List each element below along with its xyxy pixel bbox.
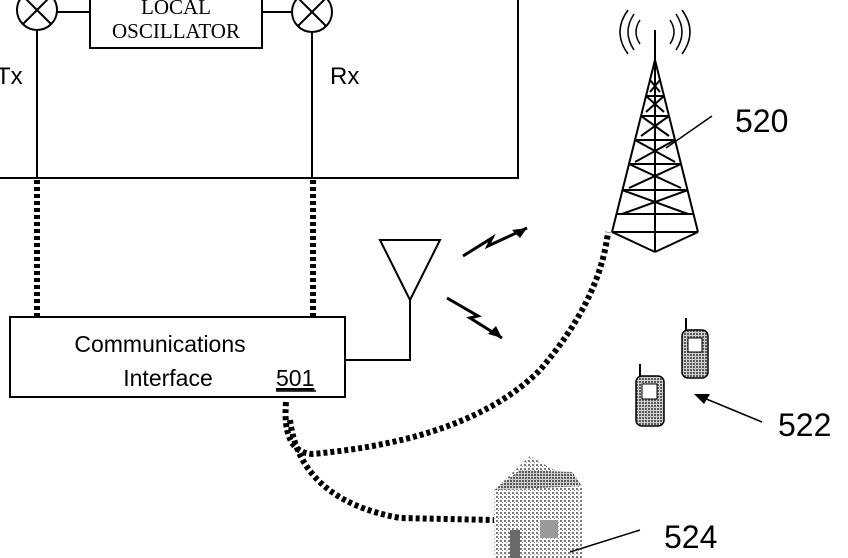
antenna-icon bbox=[345, 239, 442, 361]
tower-callout-line bbox=[665, 115, 713, 149]
local-oscillator-line2: OSCILLATOR bbox=[112, 19, 240, 43]
cell-tower-icon bbox=[611, 9, 699, 253]
local-oscillator-line1: LOCAL bbox=[141, 0, 211, 19]
house-callout-label: 524 bbox=[664, 519, 717, 555]
comms-interface-ref: 501 bbox=[276, 365, 314, 391]
house-icon bbox=[494, 456, 582, 558]
phones-callout-arrow bbox=[694, 394, 763, 423]
mobile-phone-icon bbox=[681, 318, 709, 379]
local-oscillator-block: LOCAL OSCILLATOR bbox=[89, 0, 263, 49]
comms-interface-line1: Communications bbox=[74, 331, 245, 357]
tx-label: Tx bbox=[0, 63, 23, 90]
phones-callout-label: 522 bbox=[778, 407, 831, 443]
rx-label: Rx bbox=[330, 63, 359, 90]
house-callout-line bbox=[569, 529, 641, 553]
house-dotted-link bbox=[287, 419, 495, 523]
transceiver-enclosure bbox=[0, 0, 519, 179]
mobile-phone-icon bbox=[635, 364, 665, 427]
comms-interface-line2: Interface bbox=[123, 365, 213, 391]
tx-mixer-icon bbox=[16, 0, 90, 31]
wireless-signal-icon bbox=[446, 226, 528, 340]
communications-interface-block: Communications Interface 501 bbox=[9, 316, 346, 398]
rx-mixer-icon bbox=[262, 0, 333, 33]
tower-callout-label: 520 bbox=[735, 103, 788, 139]
